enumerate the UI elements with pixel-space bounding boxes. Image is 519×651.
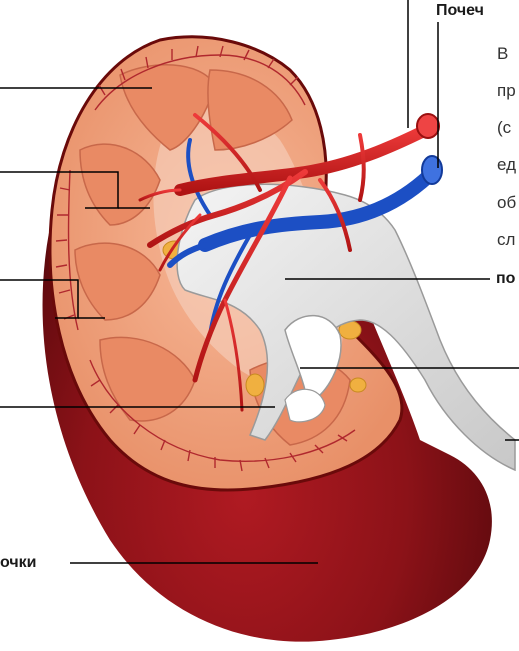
label-renal-vessels: Почеч xyxy=(436,3,484,19)
description-line-1: В xyxy=(497,45,508,62)
description-line-2: пр xyxy=(497,82,516,99)
label-renal-pelvis: по xyxy=(496,271,515,287)
description-line-4: ед xyxy=(497,156,516,173)
renal-artery-lumen xyxy=(417,114,439,138)
description-line-5: об xyxy=(497,194,516,211)
description-line-6: сл xyxy=(497,231,515,248)
label-kidney-capsule: очки xyxy=(0,555,37,571)
renal-vein-lumen xyxy=(422,156,442,184)
description-line-3: (с xyxy=(497,119,511,136)
